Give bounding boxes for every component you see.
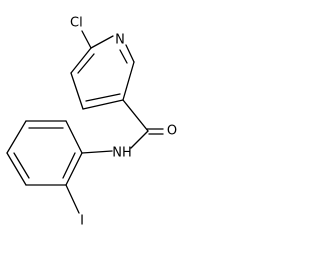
amide-nh-label: NH <box>112 146 132 161</box>
carbonyl-oxygen-label: O <box>167 124 177 139</box>
iodo-bond <box>65 184 80 214</box>
iodophenyl-ring <box>6 120 83 186</box>
amide-group <box>122 99 164 149</box>
n-aryl-bond <box>81 150 113 154</box>
chloro-bond <box>81 30 92 49</box>
chemical-structure-diagram: Cl N O NH I <box>6 16 177 229</box>
iodine-atom-label: I <box>80 214 84 229</box>
chlorine-atom-label: Cl <box>70 16 83 31</box>
pyridine-ring <box>70 35 135 110</box>
pyridine-nitrogen-label: N <box>115 33 125 48</box>
